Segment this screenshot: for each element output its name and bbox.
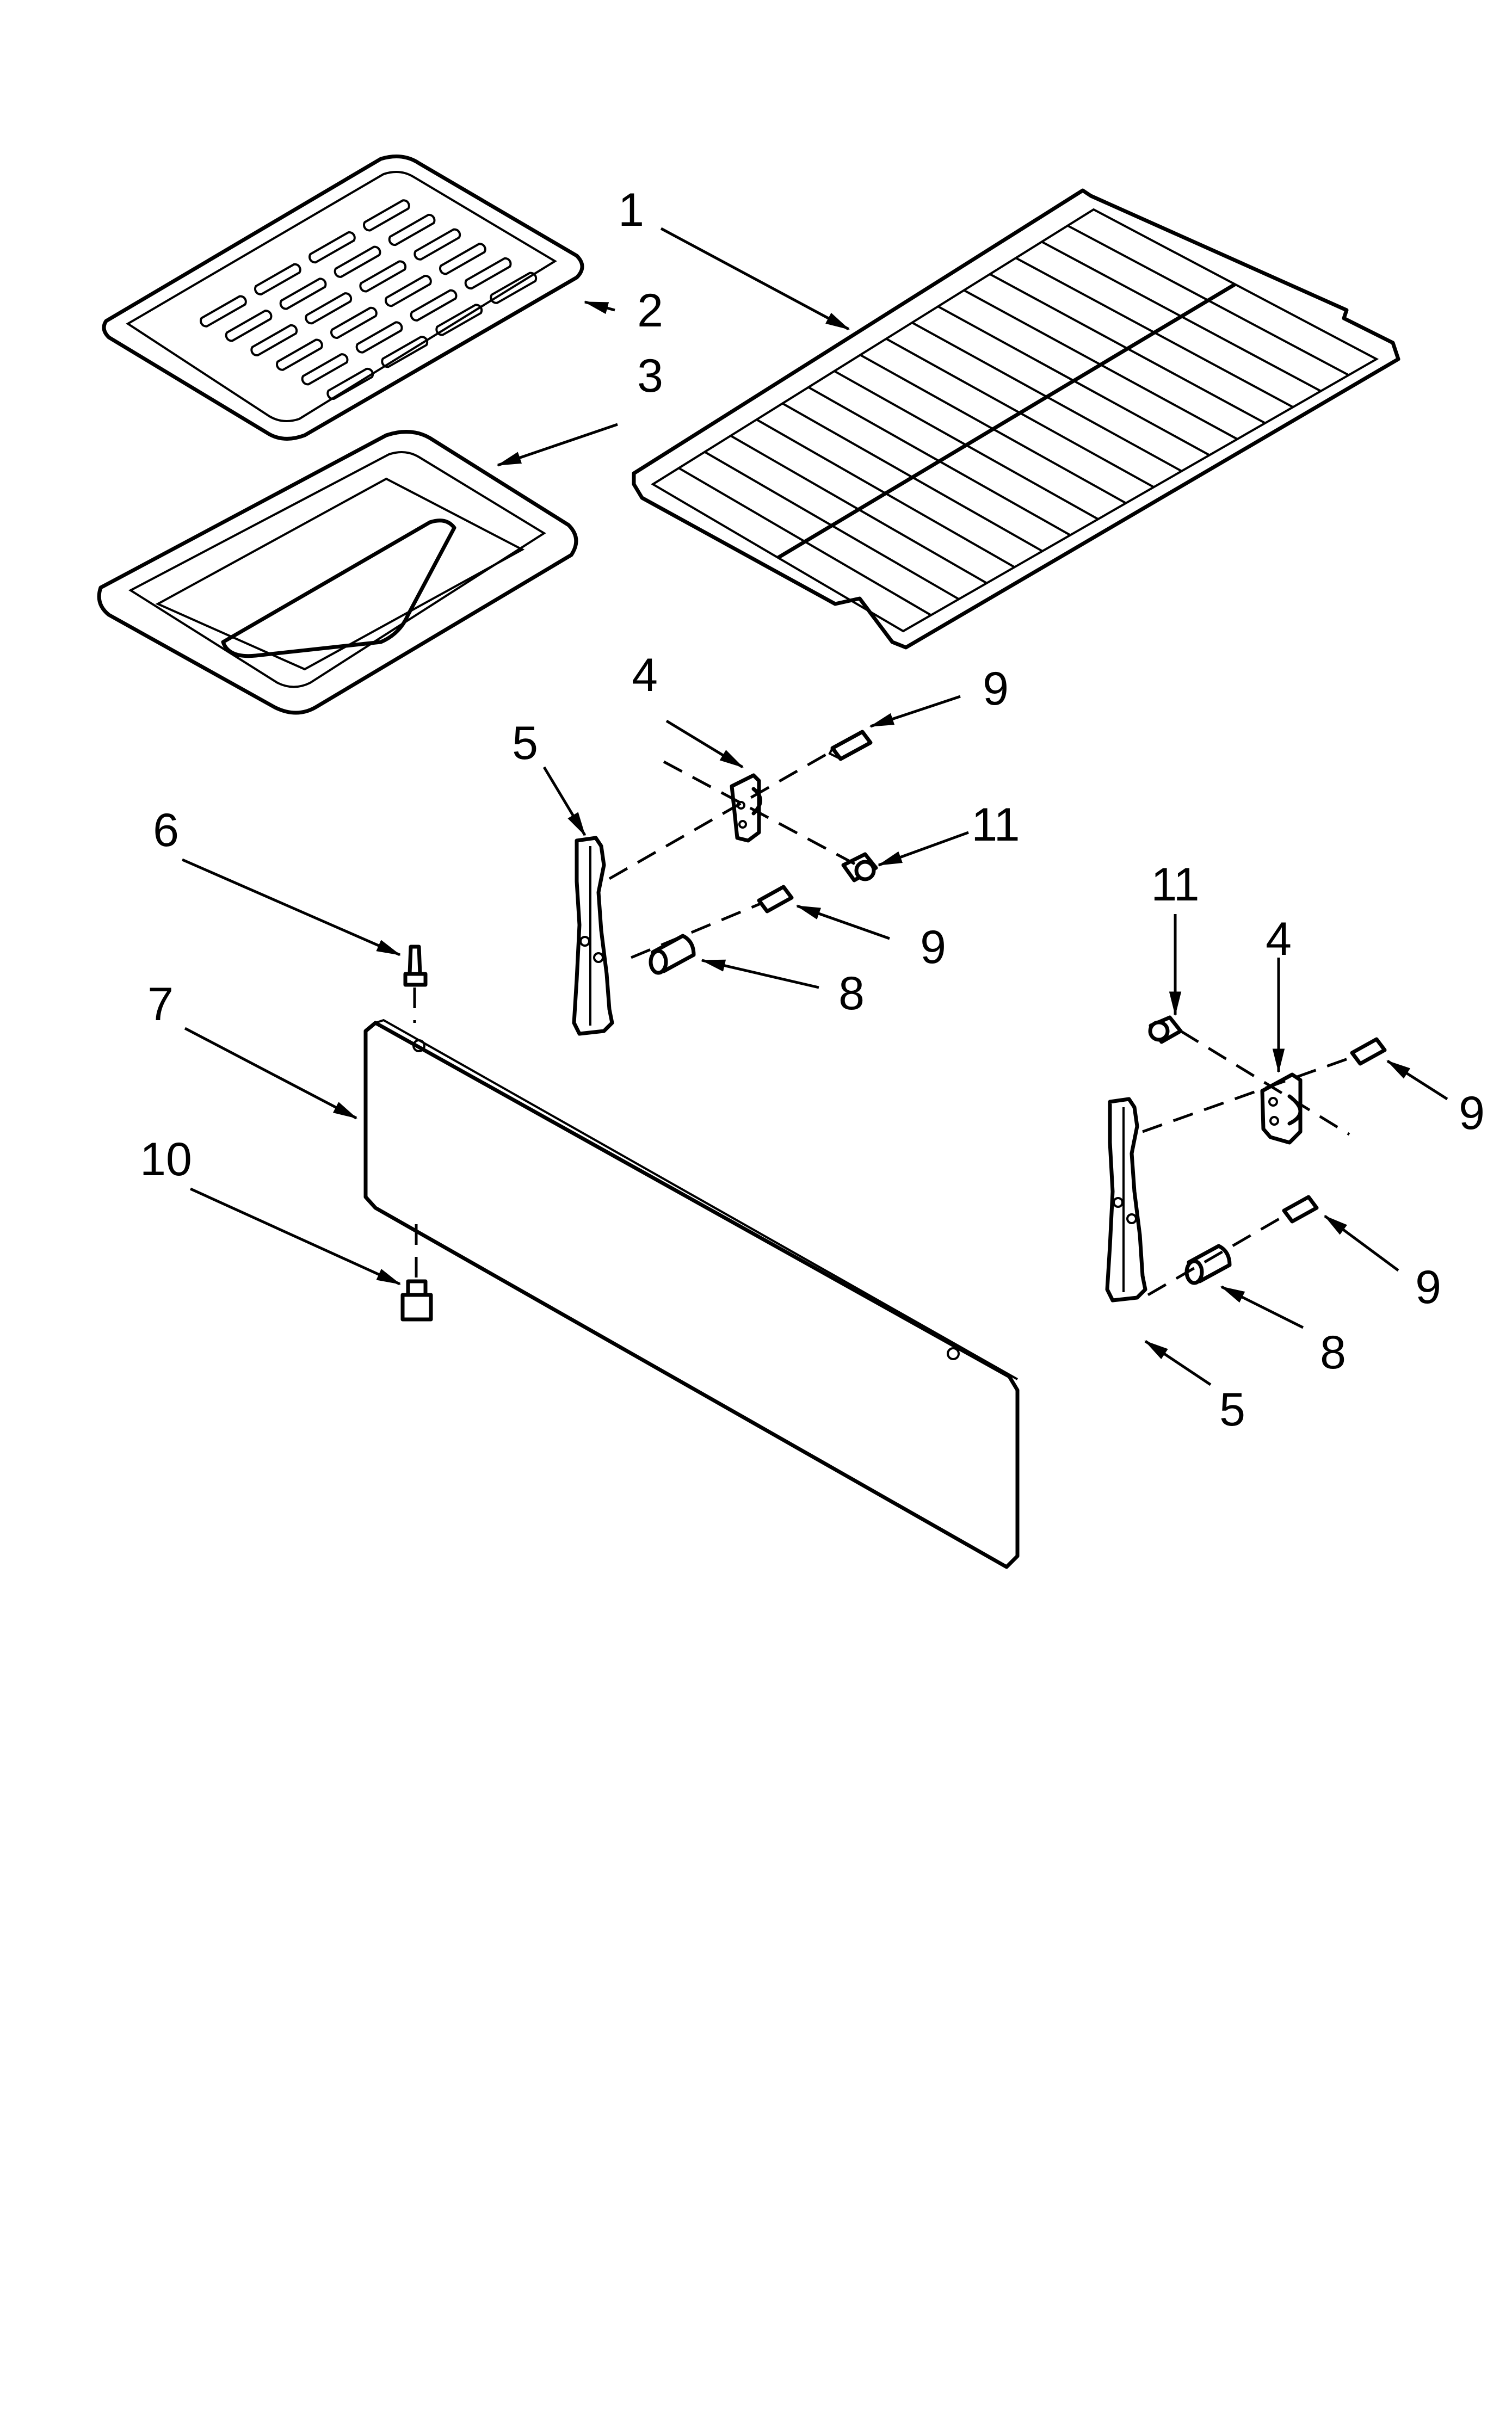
drawer-panel-part (363, 1019, 1020, 1569)
callout-6: 6 (153, 804, 179, 856)
callout-4a: 4 (632, 649, 658, 701)
left-spacer-part (649, 934, 696, 975)
callout-9b: 9 (920, 921, 946, 973)
callout-11b: 11 (1151, 859, 1199, 911)
broiler-pan-part (97, 430, 578, 715)
leader-arrows (181, 227, 1448, 1386)
right-slide-rail-part (1105, 1097, 1147, 1303)
screw-11-left (841, 852, 878, 882)
broiler-grid-part (102, 155, 584, 441)
callout-4b: 4 (1266, 913, 1292, 965)
right-spacer-part (1184, 1244, 1232, 1285)
screw-9-lower-left (757, 885, 794, 914)
left-slide-rail-part (572, 836, 614, 1036)
callout-8b: 8 (1320, 1326, 1346, 1379)
callout-9c: 9 (1459, 1087, 1485, 1139)
callout-9d: 9 (1415, 1261, 1441, 1313)
callout-1: 1 (618, 184, 644, 236)
left-bracket-part (730, 773, 762, 843)
callout-5a: 5 (512, 717, 538, 769)
callout-9a: 9 (983, 663, 1009, 715)
callout-labels: 1 2 3 4 4 5 5 6 7 8 8 9 9 9 9 10 11 11 (140, 184, 1485, 1436)
screw-9-upper-left (828, 730, 873, 761)
callout-11a: 11 (971, 799, 1020, 851)
screw-9-lower-right (1282, 1195, 1319, 1224)
screw-9-upper-right (1350, 1037, 1387, 1066)
drawer-stop-screw-6 (403, 945, 428, 987)
callout-2: 2 (637, 285, 663, 337)
callout-5b: 5 (1219, 1384, 1245, 1436)
screw-10 (400, 1279, 433, 1322)
screw-11-right (1148, 1015, 1183, 1044)
callout-3: 3 (637, 350, 663, 402)
callout-10: 10 (140, 1133, 192, 1186)
assembly-lines (413, 749, 1350, 1297)
callout-7: 7 (147, 978, 174, 1030)
oven-rack-part (632, 188, 1400, 650)
callout-8a: 8 (838, 967, 865, 1020)
